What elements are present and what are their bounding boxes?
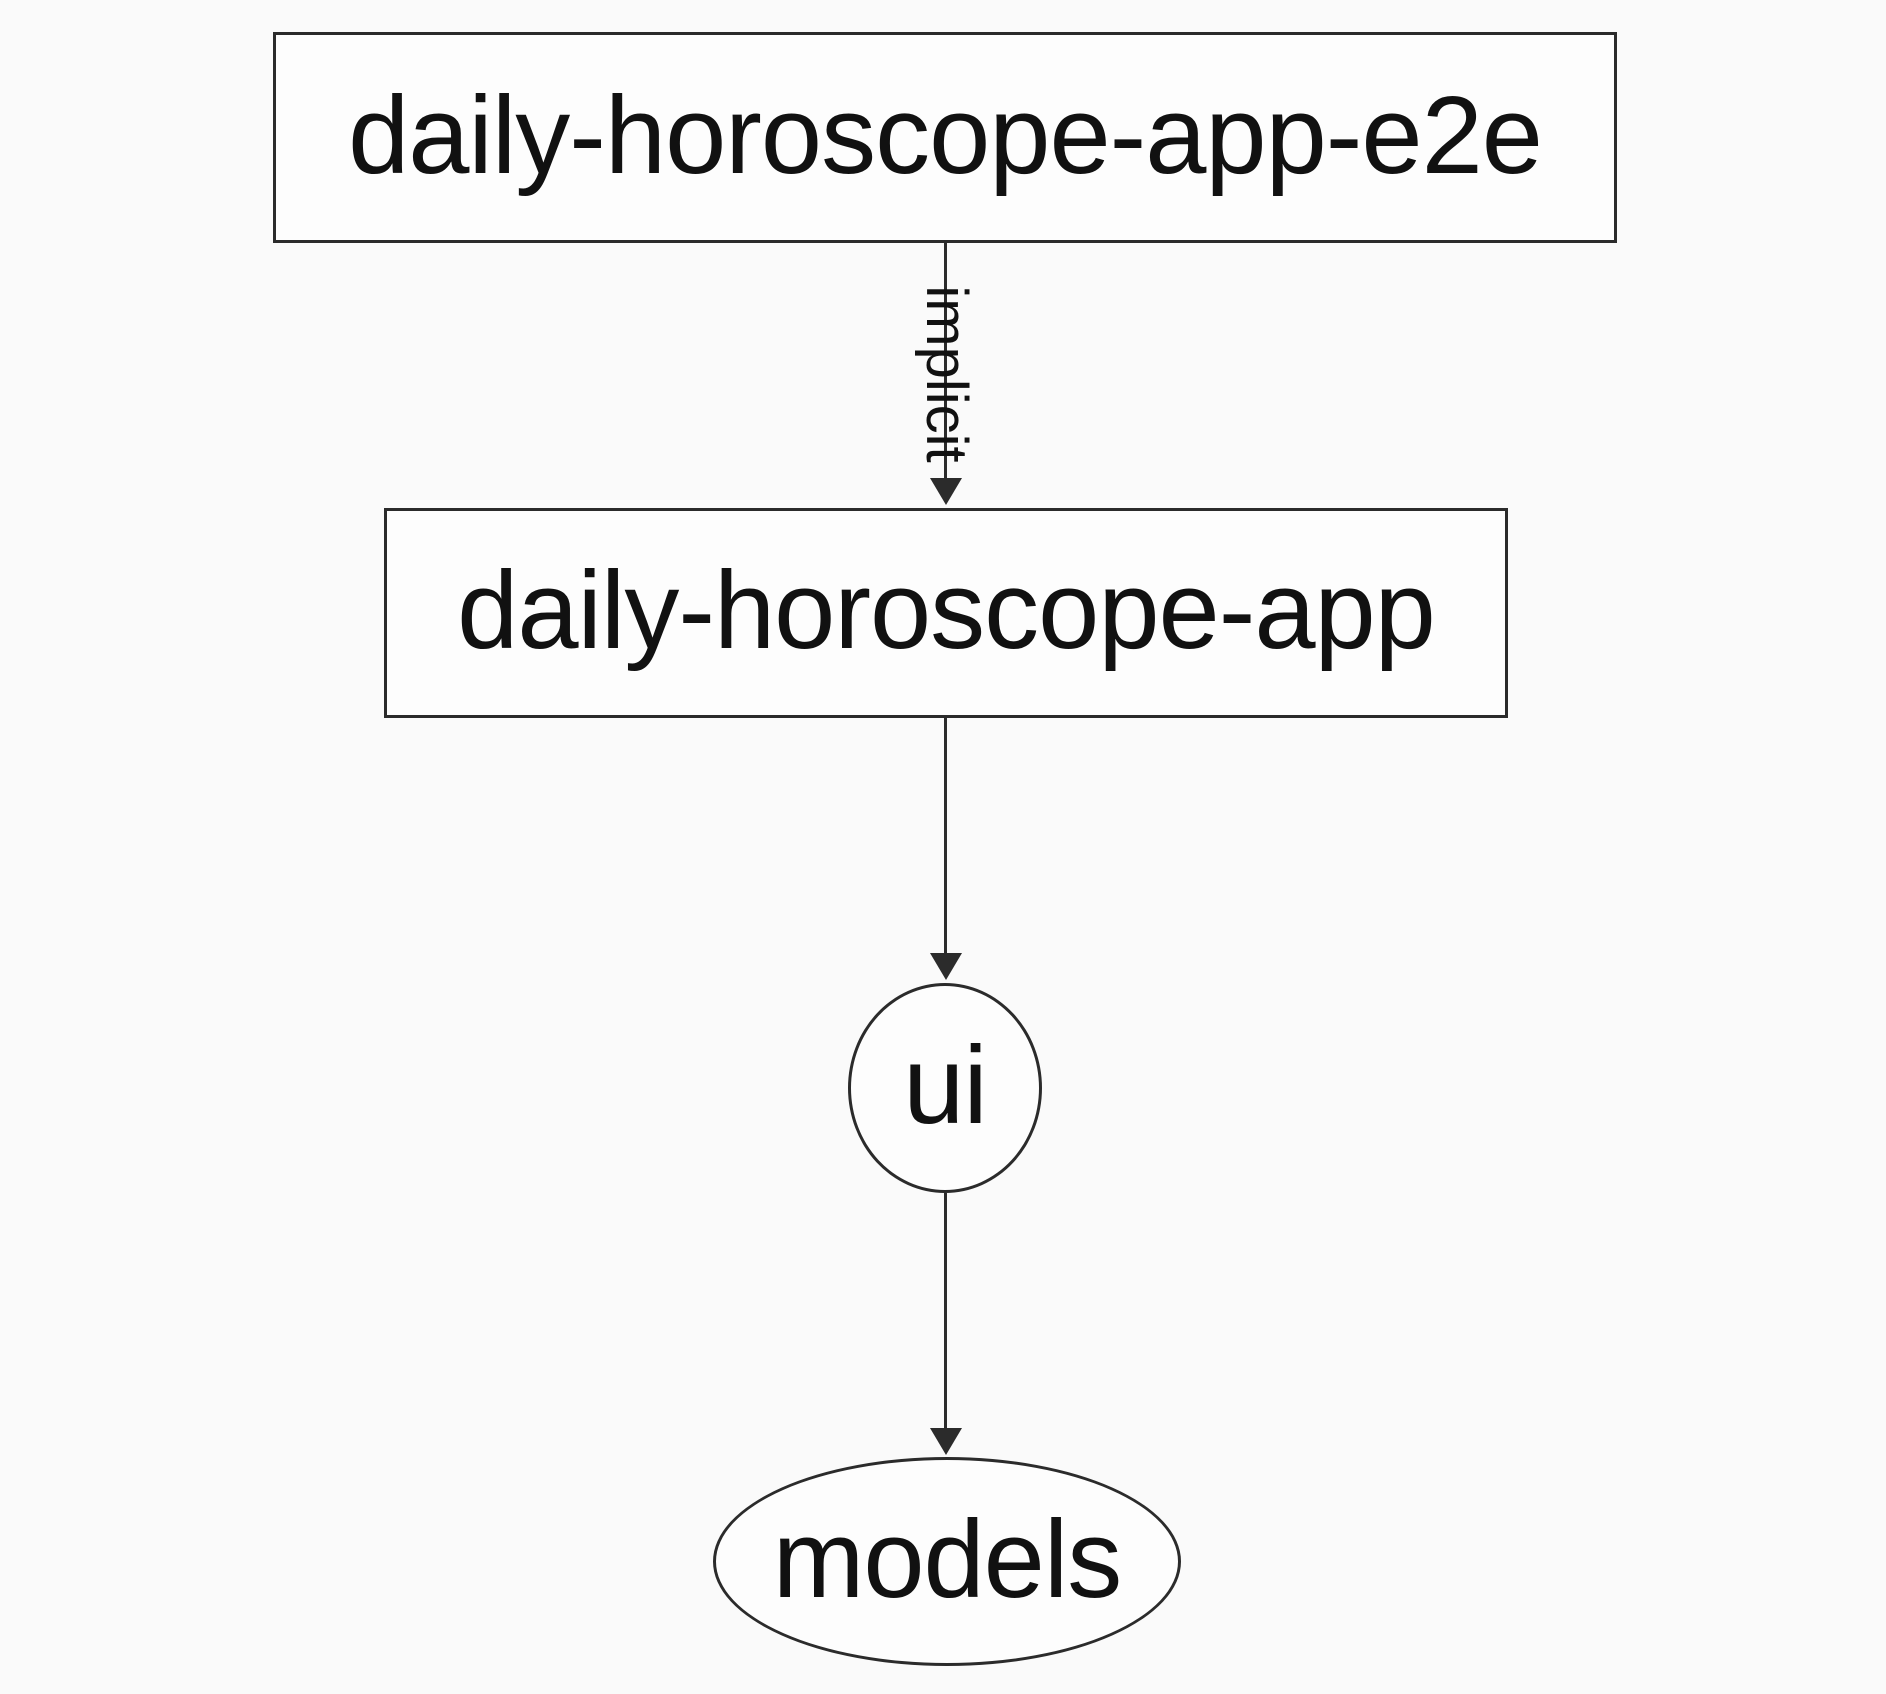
node-label-daily-horoscope-app: daily-horoscope-app [457,549,1436,672]
node-daily-horoscope-app-e2e: daily-horoscope-app-e2e [273,32,1617,243]
edge-line-app-to-ui [944,718,947,953]
arrowhead-down-icon [930,1428,962,1455]
node-models: models [713,1457,1181,1666]
edge-line-ui-to-models [944,1193,947,1428]
edge-label-implicit: implicit [914,285,979,463]
arrowhead-down-icon [930,953,962,980]
node-ui: ui [848,983,1042,1193]
arrowhead-down-icon [930,478,962,505]
node-label-daily-horoscope-app-e2e: daily-horoscope-app-e2e [348,73,1543,197]
edge-line-e2e-to-app [944,243,947,478]
node-label-ui: ui [903,1024,988,1147]
node-label-models: models [772,1497,1123,1621]
node-daily-horoscope-app: daily-horoscope-app [384,508,1508,718]
